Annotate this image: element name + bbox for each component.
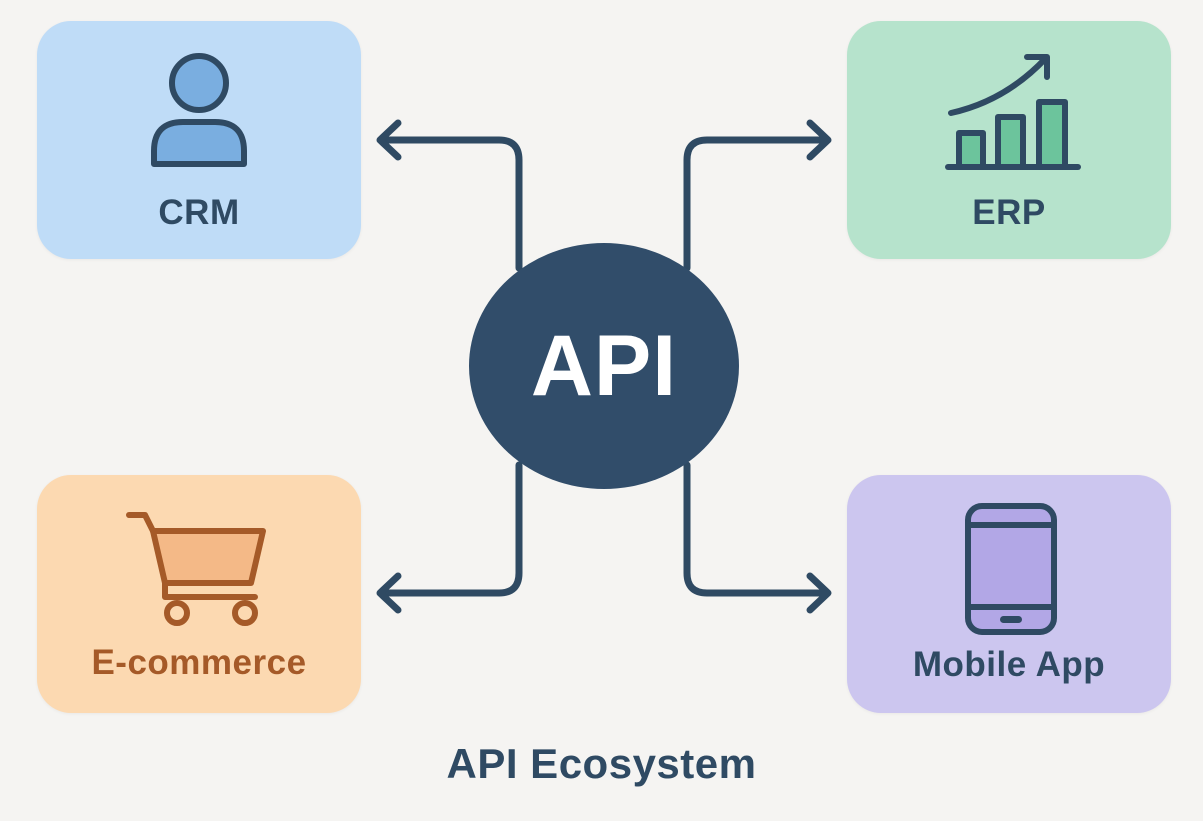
api-hub-label: API [530,317,678,414]
arrowhead-crm [376,119,402,161]
growth-chart-icon [945,54,1081,170]
api-hub: API [469,243,739,489]
node-label-erp: ERP [972,193,1046,232]
node-label-crm: CRM [158,193,240,232]
node-label-ecommerce: E-commerce [91,643,307,682]
node-ecommerce: E-commerce [37,475,361,713]
edge-api-crm [378,136,523,272]
arrowhead-ecommerce [376,572,402,614]
shopping-cart-icon [126,512,266,626]
node-label-mobile-app: Mobile App [912,645,1106,684]
arrowhead-erp [806,119,832,161]
edge-api-mobile [683,461,830,597]
edge-api-ecommerce [378,461,523,597]
person-icon [151,53,247,167]
diagram-title: API Ecosystem [446,740,757,787]
smartphone-icon [965,503,1057,635]
edge-api-erp [683,136,830,272]
node-crm: CRM [37,21,361,259]
arrowhead-mobile [806,572,832,614]
node-erp: ERP [847,21,1171,259]
node-mobile-app: Mobile App [847,475,1171,713]
